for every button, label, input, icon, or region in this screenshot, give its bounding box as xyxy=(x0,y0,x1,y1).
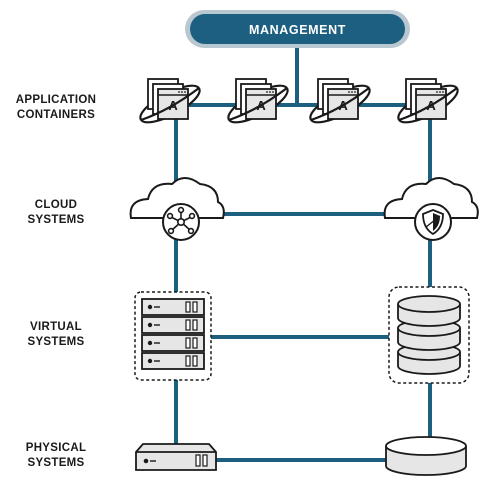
container-node-4: A xyxy=(392,77,464,131)
physical-storage-disk xyxy=(385,436,467,476)
container-node-3: A xyxy=(304,77,376,131)
row-label-line-1: PHYSICAL xyxy=(25,442,87,454)
container-node-2: A xyxy=(222,77,294,131)
row-label-virtual-systems: VIRTUAL SYSTEMS xyxy=(0,320,112,350)
container-node-1: A xyxy=(134,77,206,131)
row-label-line-1: CLOUD xyxy=(34,199,78,211)
container-letter: A xyxy=(338,98,348,113)
management-box: MANAGEMENT xyxy=(185,10,410,48)
row-label-physical-systems: PHYSICAL SYSTEMS xyxy=(0,441,112,471)
row-label-line-2: SYSTEMS xyxy=(27,214,85,226)
virtual-server-rack xyxy=(134,291,212,381)
row-label-line-2: SYSTEMS xyxy=(27,336,85,348)
virtual-database xyxy=(388,286,470,384)
cloud-icon xyxy=(129,177,225,219)
cloud-node-right xyxy=(383,177,479,241)
connector-lines xyxy=(174,42,432,462)
container-letter: A xyxy=(168,98,178,113)
row-label-line-1: VIRTUAL xyxy=(30,321,82,333)
network-hub-icon xyxy=(166,206,196,235)
cloud-icon xyxy=(383,177,479,219)
row-label-line-1: APPLICATION xyxy=(15,94,97,106)
server-rack-icon xyxy=(141,298,205,370)
cloud-node-left xyxy=(129,177,225,241)
row-label-application-containers: APPLICATION CONTAINERS xyxy=(0,93,112,123)
shield-icon xyxy=(422,209,444,236)
container-letter: A xyxy=(256,98,266,113)
physical-server xyxy=(135,443,217,471)
management-label: MANAGEMENT xyxy=(249,23,346,37)
row-label-line-2: CONTAINERS xyxy=(16,109,96,121)
database-icon xyxy=(397,295,461,375)
container-letter: A xyxy=(426,98,436,113)
row-label-line-2: SYSTEMS xyxy=(27,457,85,469)
row-label-cloud-systems: CLOUD SYSTEMS xyxy=(0,198,112,228)
